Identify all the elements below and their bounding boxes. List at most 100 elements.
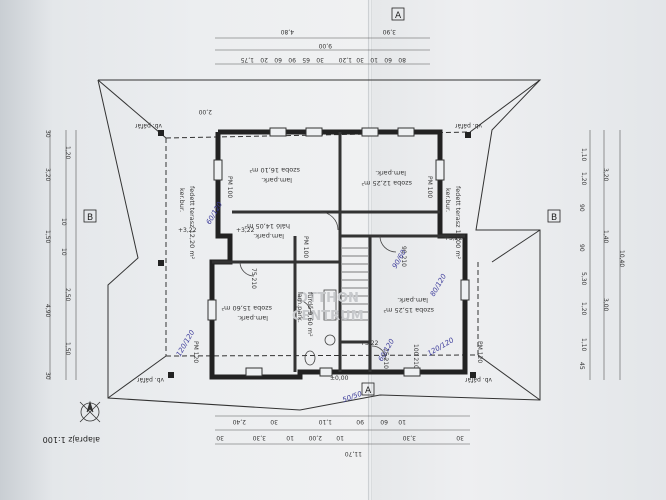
dim-label: 30	[216, 434, 224, 441]
windows	[207, 127, 470, 377]
dim-label: 1,20	[64, 146, 71, 160]
height-marks: +3,22 +3,22 +3,22 +3,22 ±0,00	[178, 227, 463, 382]
section-marker-b-right: B	[551, 213, 557, 223]
eave-note: 2,00	[198, 108, 212, 115]
watermark-line-1: OTTHON	[297, 291, 359, 306]
hand-note: 60/120	[205, 200, 225, 226]
dim-label: 90	[578, 244, 585, 252]
dim-label: 80	[398, 56, 406, 63]
room-name: fürdő 9,60 m²	[306, 292, 315, 337]
dim-label: 90	[288, 56, 296, 63]
height-mark: ±0,00	[330, 375, 349, 382]
room-name: szoba 16,10 m²	[249, 166, 300, 174]
dim-label: 1,10	[580, 338, 587, 352]
hand-note: 50/50	[341, 390, 363, 405]
door-code: 90 210	[400, 246, 407, 267]
door-code: 100 210	[412, 344, 419, 369]
height-mark: +3,22	[444, 235, 463, 242]
door-codes: PM 100 PM 100 PM 120 PM 120 PM 100 75 21…	[192, 176, 483, 369]
dim-label: 3,30	[402, 434, 416, 441]
dim-label: 1,20	[338, 56, 352, 63]
dim-label: 30	[270, 418, 278, 425]
dim-label: 1,75	[240, 56, 254, 63]
section-symbols	[83, 7, 561, 396]
door-code: 75 210	[250, 268, 257, 289]
door-code: PM 100	[226, 176, 233, 198]
room-name: szoba 12,25 m²	[361, 179, 412, 187]
dim-label: 4,90	[44, 304, 51, 318]
dimension-lines	[49, 37, 621, 445]
eave-note: vb. páfár	[465, 376, 492, 383]
room-floor: lam.park.	[261, 176, 292, 184]
height-mark: +3,22	[236, 227, 255, 234]
dim-label: 1,20	[580, 172, 587, 186]
room-labels: szoba 16,10 m² lam.park. szoba 12,25 m² …	[178, 166, 462, 337]
dim-label: 1,20	[580, 302, 587, 316]
eave-note: vb. páfár	[135, 122, 162, 129]
dim-label: 1,50	[64, 342, 71, 356]
eave-note: vb. páfár	[455, 122, 482, 129]
dim-label: 20	[260, 56, 268, 63]
dim-label: 45	[578, 362, 585, 370]
dim-label: 1,10	[318, 418, 332, 425]
scale-label: alaprajz 1:100	[43, 435, 100, 444]
dim-label: 10	[60, 218, 67, 226]
room-floor: lam.park.	[397, 296, 428, 304]
dim-label: 10	[398, 418, 406, 425]
dim-label: 4,80	[280, 28, 294, 35]
staircase	[342, 247, 368, 321]
room-name: fedett terasz 12,20 m²	[188, 186, 196, 260]
section-marker-a-top: A	[395, 11, 402, 21]
dim-label: 10	[286, 434, 294, 441]
dim-label: 90	[578, 204, 585, 212]
dims-left: 30 3,20 1,20 10 1,50 10 2,50 4,90 1,50 3…	[44, 130, 71, 380]
dim-label: 30	[456, 434, 464, 441]
dim-label: 10	[336, 434, 344, 441]
dims-top: 3,90 4,80 9,00 1,75 20 60 90 65 30 1,20 …	[240, 28, 406, 63]
dim-label: 30	[316, 56, 324, 63]
dim-label: 1,10	[580, 148, 587, 162]
dim-label: 2,40	[232, 418, 246, 425]
eave-note: vb. páfár	[137, 376, 164, 383]
dim-label: 30	[356, 56, 364, 63]
dim-label: 3,20	[44, 168, 51, 182]
dim-label: 11,70	[345, 450, 362, 457]
room-floor: ker.bur.	[444, 188, 452, 212]
dim-label: 3,30	[252, 434, 266, 441]
dim-label: 60	[274, 56, 282, 63]
dim-label: 65	[302, 56, 310, 63]
dim-label: 30	[44, 130, 51, 138]
door-code: PM 120	[476, 341, 483, 363]
door-code: PM 120	[192, 341, 199, 363]
room-name: szoba 15,25 m²	[383, 306, 434, 314]
door-code: PM 100	[426, 176, 433, 198]
dim-label: 60	[384, 56, 392, 63]
bath-fixtures	[304, 289, 337, 366]
hand-note: 120/120	[426, 336, 456, 358]
door-code: 75 210	[382, 348, 389, 369]
dim-label: 3,00	[602, 298, 609, 312]
height-mark: +3,22	[178, 227, 197, 234]
dim-label: 3,90	[382, 28, 396, 35]
dim-label: 30	[44, 372, 51, 380]
terrace-columns	[158, 130, 476, 378]
dim-label: 10	[370, 56, 378, 63]
room-floor: lam.park.	[253, 232, 284, 240]
dims-bottom: 11,70 30 3,30 10 2,00 10 3,30 30 2,40 30…	[216, 418, 464, 457]
dim-label: 1,40	[602, 230, 609, 244]
room-floor: lam.park.	[375, 169, 406, 177]
dim-label: 10	[60, 248, 67, 256]
door-code: PM 100	[302, 236, 309, 258]
dim-label: 2,00	[308, 434, 322, 441]
room-name: fedett terasz 15,00 m²	[454, 186, 462, 260]
section-marker-b-left: B	[87, 213, 93, 223]
dim-label: 3,20	[602, 168, 609, 182]
hand-note: 80/120	[429, 272, 449, 298]
room-floor: lam.park.	[237, 314, 268, 322]
dim-label: 10,40	[618, 250, 625, 267]
eave-notes: vb. páfár vb. páfár vb. páfár vb. páfár …	[135, 108, 492, 383]
north-arrow-icon	[79, 400, 101, 423]
watermark-line-2: CENTRUM	[292, 309, 364, 324]
